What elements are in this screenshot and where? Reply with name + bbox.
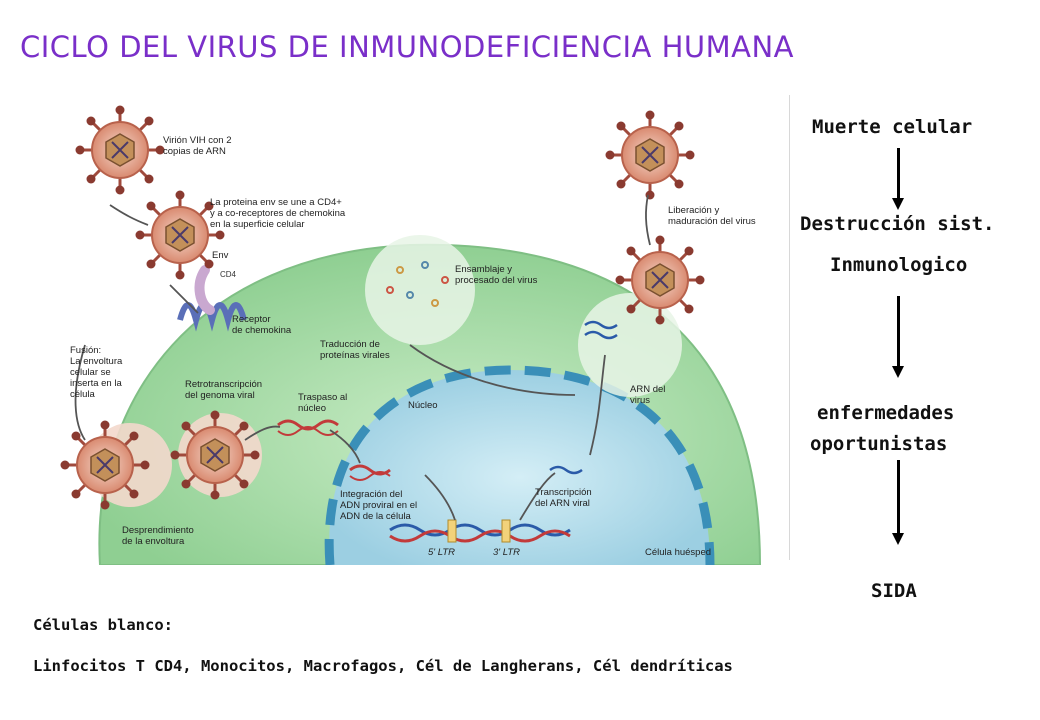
flow-arrow-1	[892, 148, 904, 210]
label-virion: Virión VIH con 2	[163, 135, 231, 146]
label-traspaso: Traspaso al	[298, 392, 347, 403]
label-ensamblaje-2: procesado del virus	[455, 275, 538, 286]
hiv-cycle-diagram: Virión VIH con 2 copias de ARN La protei…	[30, 95, 790, 565]
label-fusion-3: celular se	[70, 367, 111, 378]
label-fusion-4: inserta en la	[70, 378, 122, 389]
label-receptor: Receptor	[232, 314, 271, 325]
target-cells-list: Linfocitos T CD4, Monocitos, Macrofagos,…	[33, 657, 733, 675]
label-retro: Retrotranscripción	[185, 379, 262, 390]
label-receptor-2: de chemokina	[232, 325, 292, 336]
label-liberacion-2: maduración del virus	[668, 216, 756, 227]
label-ltr3: 3' LTR	[493, 547, 520, 558]
label-traduccion: Traducción de	[320, 339, 380, 350]
label-env-binding-3: en la superficie celular	[210, 219, 305, 230]
flow-step-sida: SIDA	[871, 580, 917, 602]
label-desprendimiento-2: de la envoltura	[122, 536, 185, 547]
label-desprendimiento: Desprendimiento	[122, 525, 194, 536]
label-integracion-2: ADN proviral en el	[340, 500, 417, 511]
label-env: Env	[212, 250, 229, 261]
flow-arrow-2	[892, 296, 904, 378]
label-nucleo: Núcleo	[408, 400, 438, 411]
flow-step-enfermedades: enfermedades	[817, 402, 955, 424]
flow-step-muerte-celular: Muerte celular	[812, 116, 973, 138]
label-arn: ARN del	[630, 384, 665, 395]
label-cd4: CD4	[220, 270, 237, 279]
label-retro-2: del genoma viral	[185, 390, 255, 401]
label-integracion: Integración del	[340, 489, 402, 500]
flow-step-destruccion: Destrucción sist.	[800, 213, 995, 235]
flow-step-inmunologico: Inmunologico	[830, 254, 968, 276]
label-env-binding-2: y a co-receptores de chemokina	[210, 208, 346, 219]
label-env-binding: La proteina env se une a CD4+	[210, 197, 342, 208]
flow-step-oportunistas: oportunistas	[810, 433, 948, 455]
flow-arrow-3	[892, 460, 904, 545]
label-transcripcion: Transcripción	[535, 487, 592, 498]
label-ensamblaje: Ensamblaje y	[455, 264, 512, 275]
label-liberacion: Liberación y	[668, 205, 719, 216]
page-title: CICLO DEL VIRUS DE INMUNODEFICIENCIA HUM…	[20, 30, 795, 64]
label-fusion-5: célula	[70, 389, 96, 400]
label-traduccion-2: proteínas virales	[320, 350, 390, 361]
label-ltr5: 5' LTR	[428, 547, 455, 558]
label-fusion-2: La envoltura	[70, 356, 123, 367]
label-fusion: Fusión:	[70, 345, 101, 356]
label-integracion-3: ADN de la célula	[340, 511, 411, 522]
label-traspaso-2: núcleo	[298, 403, 326, 414]
label-arn-2: virus	[630, 395, 650, 406]
label-virion-2: copias de ARN	[163, 146, 226, 157]
label-celula-huesped: Célula huésped	[645, 547, 711, 558]
label-transcripcion-2: del ARN viral	[535, 498, 590, 509]
target-cells-label: Células blanco:	[33, 616, 173, 634]
separator-line	[789, 95, 790, 560]
